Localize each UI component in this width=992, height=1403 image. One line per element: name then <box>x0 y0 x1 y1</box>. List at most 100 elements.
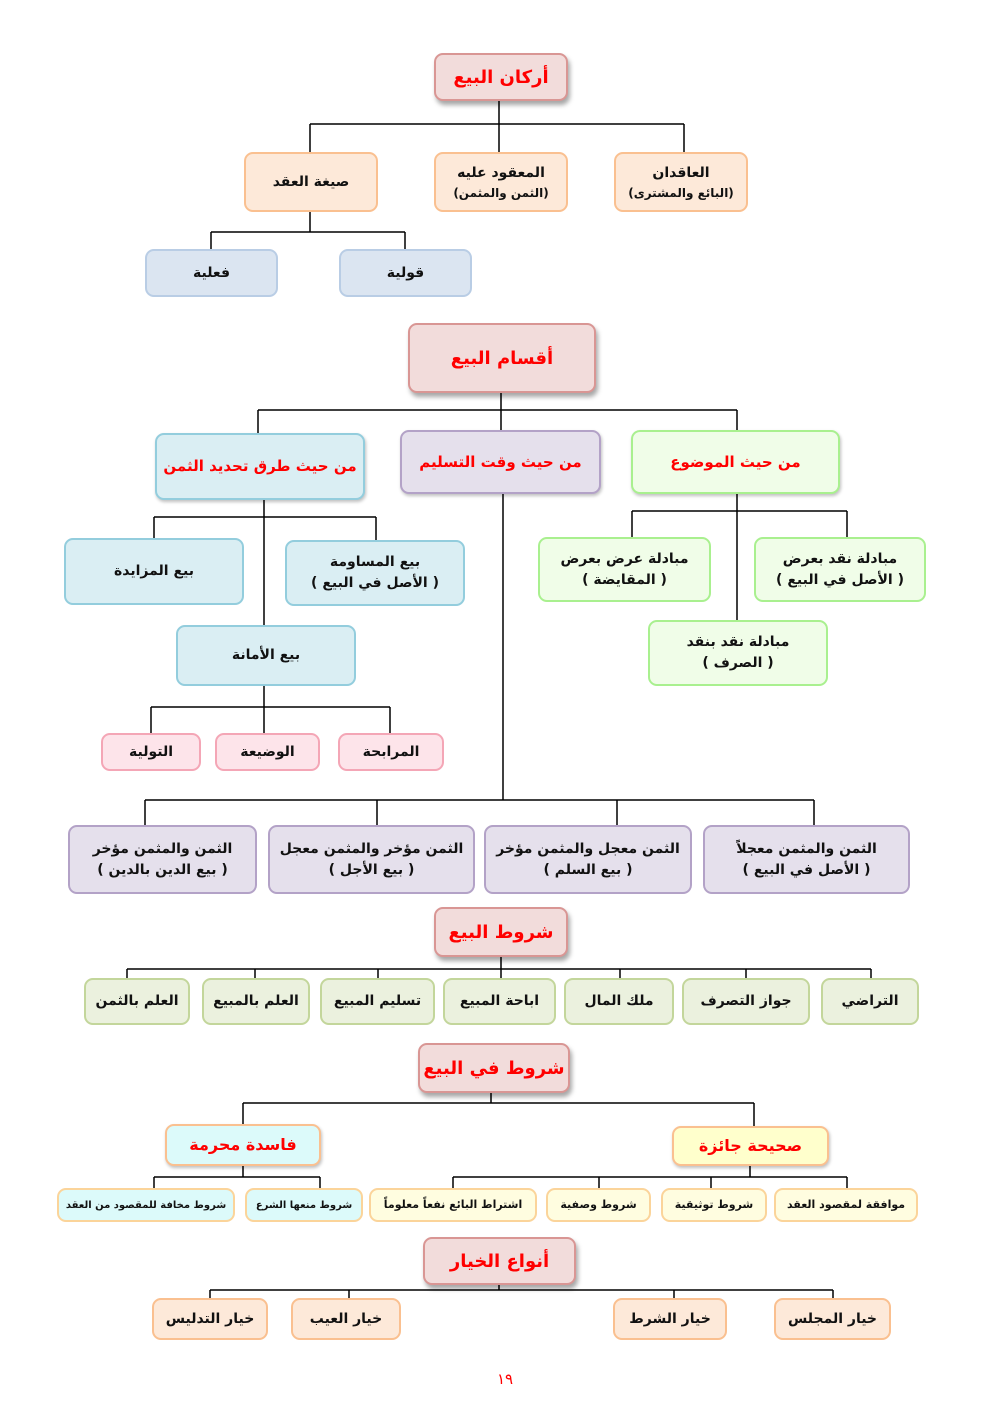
tahdid-box: من حيث طرق تحديد الثمن <box>155 433 365 500</box>
sahiha-item: موافقة لمقصود العقد <box>774 1188 918 1222</box>
shurut-item: ملك المال <box>564 978 674 1025</box>
amana-item: التولية <box>101 733 201 771</box>
item-label: العلم بالمبيع <box>213 993 299 1009</box>
item-label: الثمن والمثمن معجلاً <box>736 840 877 857</box>
tahdid-title: من حيث طرق تحديد الثمن <box>163 457 357 476</box>
item-label: موافقة لمقصود العقد <box>786 1197 906 1211</box>
item-label: خيار المجلس <box>787 1310 878 1327</box>
item-label: شروط توثيقية <box>674 1197 754 1211</box>
taslim-item: الثمن والمثمن معجلاً ( الأصل في البيع ) <box>703 825 910 894</box>
taslim-item: الثمن معجل والمثمن مؤخر ( بيع السلم ) <box>484 825 692 894</box>
page-number: ١٩ <box>496 1370 514 1388</box>
shurut-item: العلم بالمبيع <box>202 978 310 1025</box>
fasida-box: فاسدة محرمة <box>165 1124 321 1166</box>
item-note: ( بيع الدين بالدين ) <box>97 861 228 878</box>
item-label: خيار التدليس <box>165 1310 255 1327</box>
item-label: بيع الأمانة <box>231 647 301 663</box>
fasida-item: شروط مخافة للمقصود من العقد <box>57 1188 235 1222</box>
item-label: شروط منعها الشرع <box>255 1199 353 1211</box>
fasida-label: فاسدة محرمة <box>189 1135 297 1154</box>
arkan-title-box: أركان البيع <box>434 53 568 101</box>
shurut-title-box: شروط البيع <box>434 907 568 957</box>
item-note: ( المقايضة ) <box>582 571 667 588</box>
amana-box: بيع الأمانة <box>176 625 356 686</box>
sigha-label: صيغة العقد <box>272 173 350 190</box>
item-label: مبادلة عرض بعرض <box>560 550 689 567</box>
shurut-item: اباحة المبيع <box>443 978 556 1025</box>
shurut-title: شروط البيع <box>448 921 554 943</box>
item-label: بيع المزايدة <box>114 563 194 579</box>
aqidan-box: العاقدان (البائع والمشترى) <box>614 152 748 212</box>
item-note: ( بيع الأجل ) <box>328 861 415 878</box>
item-label: التولية <box>129 743 174 760</box>
taslim-item: الثمن والمثمن مؤخر ( بيع الدين بالدين ) <box>68 825 257 894</box>
khiyar-item: خيار الشرط <box>613 1298 727 1340</box>
shurut-item: العلم بالثمن <box>84 978 190 1025</box>
sahiha-item: اشتراط البائع نفعاً معلوماً <box>369 1188 537 1222</box>
aqsam-title-box: أقسام البيع <box>408 323 596 393</box>
shurut-item: جواز التصرف <box>682 978 810 1025</box>
arkan-title: أركان البيع <box>453 66 549 88</box>
item-note: ( الأصل في البيع ) <box>311 575 439 591</box>
mawdu-item: مبادلة نقد بنقد ( الصرف ) <box>648 620 828 686</box>
shurut-item: تسليم المبيع <box>320 978 435 1025</box>
qawliya-label: قولية <box>386 264 425 281</box>
mawdu-box: من حيث الموضوع <box>631 430 840 494</box>
taslim-title: من حيث وقت التسليم <box>419 452 582 471</box>
item-label: الثمن والمثمن مؤخر <box>92 840 233 857</box>
amana-item: الوضيعة <box>215 733 320 771</box>
shurut-fi-title-box: شروط في البيع <box>418 1043 570 1093</box>
mawdu-title: من حيث الموضوع <box>670 452 801 471</box>
muzayada-box: بيع المزايدة <box>64 538 244 605</box>
item-label: الثمن معجل والمثمن مؤخر <box>496 840 680 857</box>
item-note: ( بيع السلم ) <box>543 861 633 878</box>
item-label: مبادلة نقد بعرض <box>782 550 898 567</box>
item-label: التراضي <box>841 993 899 1009</box>
sahiha-item: شروط وصفية <box>546 1188 651 1222</box>
aqsam-title: أقسام البيع <box>450 347 554 369</box>
item-note: ( الأصل في البيع ) <box>742 861 871 878</box>
mawdu-item: مبادلة عرض بعرض ( المقايضة ) <box>538 537 711 602</box>
shurut-fi-title: شروط في البيع <box>423 1057 565 1079</box>
khiyar-title: أنواع الخيار <box>449 1250 550 1272</box>
qawliya-box: قولية <box>339 249 472 297</box>
sahiha-item: شروط توثيقية <box>661 1188 767 1222</box>
mawdu-item: مبادلة نقد بعرض ( الأصل في البيع ) <box>754 537 926 602</box>
item-label: خيار العيب <box>309 1310 383 1327</box>
item-label: العلم بالثمن <box>95 993 179 1009</box>
filiya-box: فعلية <box>145 249 278 297</box>
item-note: ( الصرف ) <box>702 655 774 671</box>
khiyar-item: خيار المجلس <box>774 1298 891 1340</box>
taslim-box: من حيث وقت التسليم <box>400 430 601 494</box>
fasida-item: شروط منعها الشرع <box>245 1188 363 1222</box>
khiyar-item: خيار العيب <box>291 1298 401 1340</box>
item-label: تسليم المبيع <box>333 993 422 1009</box>
item-label: اشتراط البائع نفعاً معلوماً <box>383 1197 523 1211</box>
item-label: المرابحة <box>362 743 420 760</box>
sigha-box: صيغة العقد <box>244 152 378 212</box>
sahiha-box: صحيحة جائزة <box>672 1126 829 1166</box>
item-label: بيع المساومة <box>329 554 421 570</box>
taslim-item: الثمن مؤخر والمثمن معجل ( بيع الأجل ) <box>268 825 475 894</box>
item-label: اباحة المبيع <box>459 993 540 1009</box>
musawama-box: بيع المساومة ( الأصل في البيع ) <box>285 540 465 606</box>
item-label: جواز التصرف <box>700 993 792 1009</box>
amana-item: المرابحة <box>338 733 444 771</box>
shurut-item: التراضي <box>821 978 919 1025</box>
sahiha-label: صحيحة جائزة <box>698 1136 803 1155</box>
aqidan-label: العاقدان <box>652 164 710 181</box>
item-label: الوضيعة <box>240 743 295 760</box>
item-label: مبادلة نقد بنقد <box>686 634 790 650</box>
item-label: الثمن مؤخر والمثمن معجل <box>279 840 464 857</box>
item-label: شروط مخافة للمقصود من العقد <box>65 1199 227 1211</box>
maqud-note: (الثمن والمثمن) <box>453 185 549 200</box>
khiyar-title-box: أنواع الخيار <box>423 1237 576 1285</box>
item-label: خيار الشرط <box>629 1310 711 1327</box>
aqidan-note: (البائع والمشترى) <box>628 185 734 200</box>
maqud-box: المعقود عليه(الثمن والمثمن) <box>434 152 568 212</box>
item-note: ( الأصل في البيع ) <box>776 571 904 588</box>
filiya-label: فعلية <box>193 264 230 281</box>
item-label: شروط وصفية <box>560 1197 637 1211</box>
